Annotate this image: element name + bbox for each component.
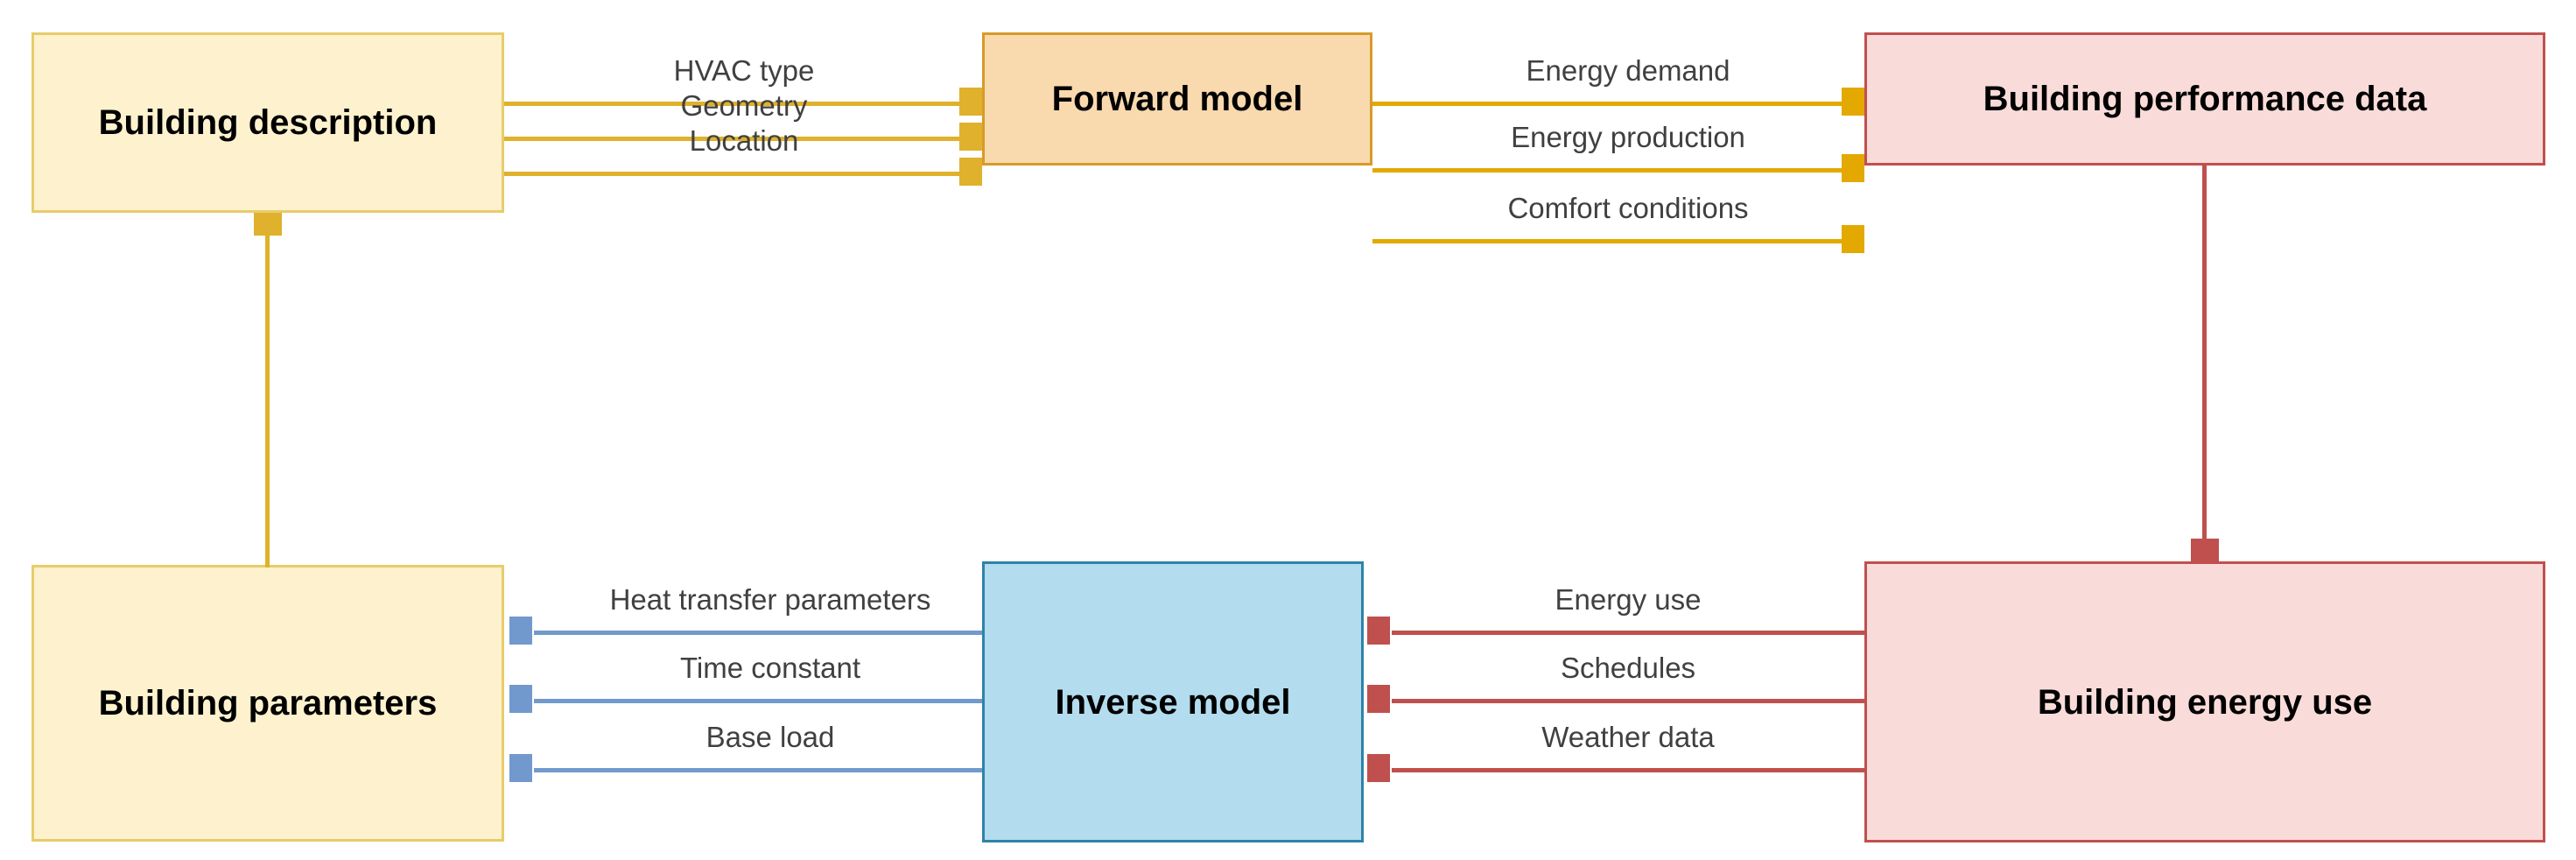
edge-label-comfort-conditions: Comfort conditions: [1507, 192, 1749, 224]
arrowhead-energy-use: [1367, 617, 1390, 645]
arrowhead-geometry: [959, 123, 982, 151]
node-building-description[interactable]: Building description: [32, 32, 504, 213]
edge-line-base-load: [534, 768, 982, 772]
edge-line-energy-use: [1392, 631, 1864, 635]
node-building-energy-use[interactable]: Building energy use: [1864, 561, 2545, 842]
arrowhead-heat-transfer-parameters: [509, 617, 532, 645]
edge-line-parameters-to-description: [265, 235, 270, 567]
node-label: Building parameters: [98, 684, 438, 723]
arrowhead-hvac-type: [959, 88, 982, 116]
edge-line-geometry: [504, 137, 959, 141]
arrowhead-energy-production: [1842, 154, 1864, 182]
edge-line-energy-demand: [1372, 102, 1842, 106]
edge-label-weather-data: Weather data: [1541, 721, 1715, 753]
edge-label-energy-production: Energy production: [1511, 121, 1745, 153]
node-label: Building description: [98, 103, 438, 142]
edge-line-energy-production: [1372, 168, 1842, 173]
edge-line-hvac-type: [504, 102, 959, 106]
edge-label-hvac-type: HVAC type: [673, 54, 815, 87]
edge-line-performance-to-energy-use: [2202, 166, 2207, 560]
edge-label-location: Location: [689, 124, 799, 157]
node-forward-model[interactable]: Forward model: [982, 32, 1372, 166]
arrowhead-comfort-conditions: [1842, 225, 1864, 253]
arrowhead-time-constant: [509, 685, 532, 713]
arrowhead-parameters-to-description: [254, 213, 282, 236]
edge-line-location: [504, 172, 959, 176]
arrowhead-performance-to-energy-use: [2191, 539, 2219, 561]
node-label: Building energy use: [2037, 682, 2373, 722]
edge-label-geometry: Geometry: [680, 89, 808, 122]
node-building-parameters[interactable]: Building parameters: [32, 565, 504, 842]
edge-line-schedules: [1392, 699, 1864, 703]
node-label: Forward model: [1051, 80, 1303, 118]
edge-line-time-constant: [534, 699, 982, 703]
edge-label-heat-transfer-parameters: Heat transfer parameters: [609, 583, 931, 616]
edge-label-base-load: Base load: [705, 721, 835, 753]
arrowhead-base-load: [509, 754, 532, 782]
edge-label-schedules: Schedules: [1560, 652, 1696, 684]
arrowhead-location: [959, 158, 982, 186]
edge-label-energy-use: Energy use: [1555, 583, 1702, 616]
node-inverse-model[interactable]: Inverse model: [982, 561, 1364, 842]
node-building-performance-data[interactable]: Building performance data: [1864, 32, 2545, 166]
edge-label-time-constant: Time constant: [679, 652, 861, 684]
edge-label-energy-demand: Energy demand: [1526, 54, 1730, 87]
arrowhead-weather-data: [1367, 754, 1390, 782]
edge-line-comfort-conditions: [1372, 239, 1842, 243]
node-label: Inverse model: [1055, 682, 1291, 722]
edge-line-weather-data: [1392, 768, 1864, 772]
arrowhead-energy-demand: [1842, 88, 1864, 116]
edge-line-heat-transfer-parameters: [534, 631, 982, 635]
node-label: Building performance data: [1983, 80, 2427, 118]
arrowhead-schedules: [1367, 685, 1390, 713]
